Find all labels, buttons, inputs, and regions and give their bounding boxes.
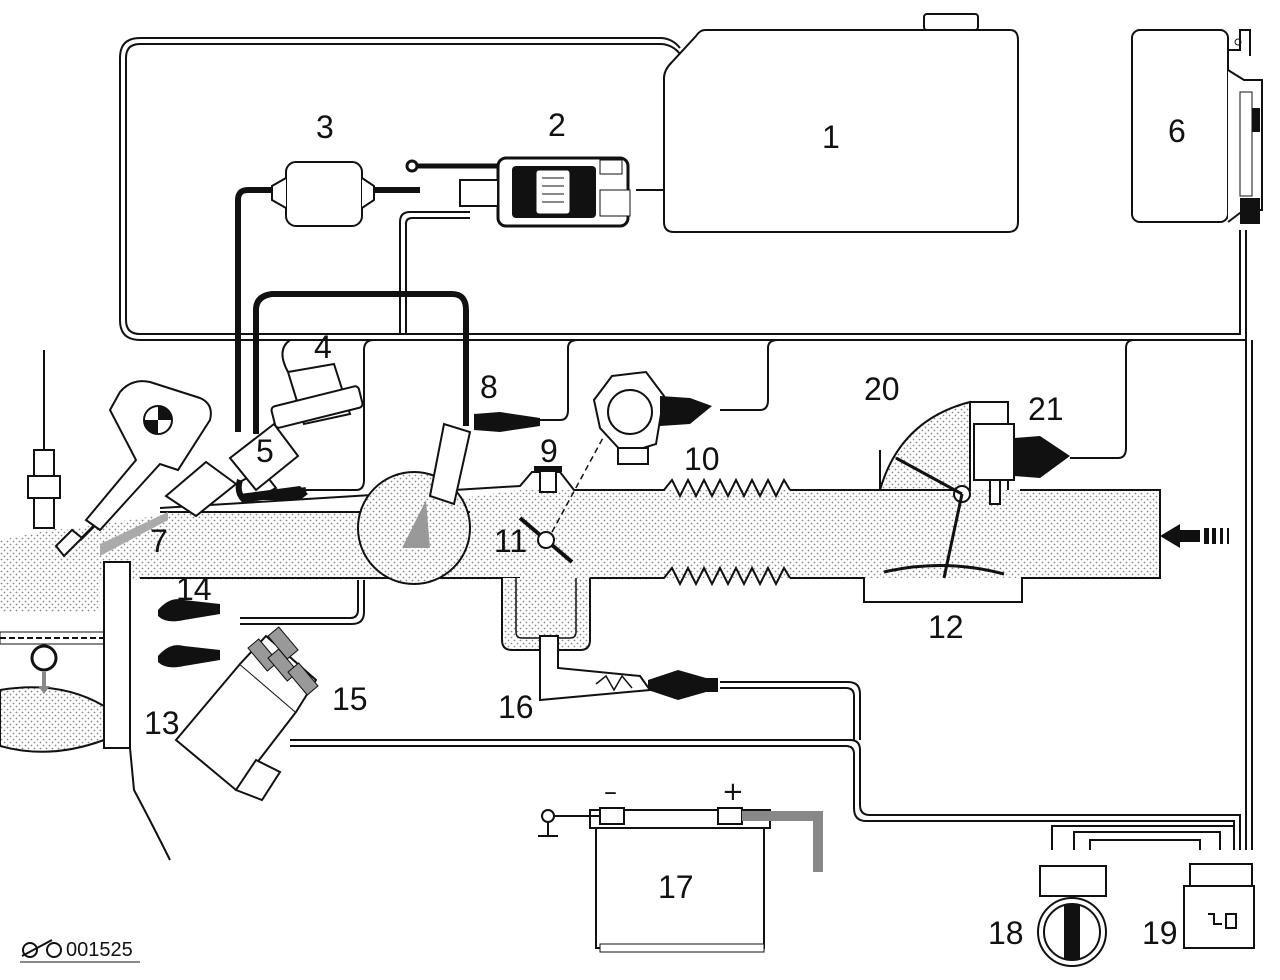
fuel-tank: [663, 29, 1019, 233]
label-6: 6: [1168, 113, 1186, 149]
air-inlet-arrow: [1160, 524, 1229, 548]
throttle-position-sensor: [592, 370, 712, 465]
callout-labels: 1 2 3 4 5 6 7 8 9 10 11 12 13 14 15 16 1…: [66, 107, 1186, 961]
engine-cylinder: [0, 350, 171, 861]
label-4: 4: [314, 329, 332, 365]
main-relay: [1183, 863, 1255, 949]
ignition-switch: [1037, 865, 1107, 967]
battery-plus-sign: +: [722, 777, 744, 807]
label-15: 15: [332, 681, 368, 717]
figure-code: 001525: [66, 939, 133, 961]
label-2: 2: [548, 107, 566, 143]
fuel-filter: [271, 161, 375, 227]
label-16: 16: [498, 689, 534, 725]
label-3: 3: [316, 109, 334, 145]
label-8: 8: [480, 369, 498, 405]
label-17: 17: [658, 869, 694, 905]
air-flow-meter: [878, 400, 1009, 579]
ignition-distributor: [174, 626, 319, 802]
label-21: 21: [1028, 391, 1064, 427]
electronic-control-unit: [1131, 29, 1263, 224]
air-temperature-sensor: [973, 423, 1070, 505]
idle-air-valve: [539, 635, 652, 702]
label-20: 20: [864, 371, 900, 407]
tank-filler-cap: [923, 13, 979, 31]
label-10: 10: [684, 441, 720, 477]
fuel-and-wire-lines: [119, 37, 1253, 850]
air-plenum-chamber: [357, 422, 472, 585]
figure-code-mark: [20, 939, 140, 963]
label-11: 11: [494, 523, 527, 559]
label-13: 13: [144, 705, 180, 741]
label-1: 1: [822, 119, 840, 155]
label-14: 14: [176, 571, 212, 607]
sensor-connectors: [158, 412, 718, 700]
battery: [538, 807, 823, 953]
fuel-pump: [405, 156, 631, 228]
fuel-injector: [84, 380, 278, 532]
label-9: 9: [540, 433, 558, 469]
cold-start-valve: [228, 422, 307, 504]
fuel-pressure-regulator: [270, 339, 364, 429]
label-7: 7: [150, 523, 168, 559]
label-5: 5: [256, 433, 274, 469]
label-12: 12: [928, 609, 964, 645]
fuel-hoses: [235, 187, 469, 434]
label-18: 18: [988, 915, 1024, 951]
throttle-assembly: [518, 435, 605, 564]
label-19: 19: [1142, 915, 1178, 951]
battery-minus-sign: –: [604, 777, 617, 807]
